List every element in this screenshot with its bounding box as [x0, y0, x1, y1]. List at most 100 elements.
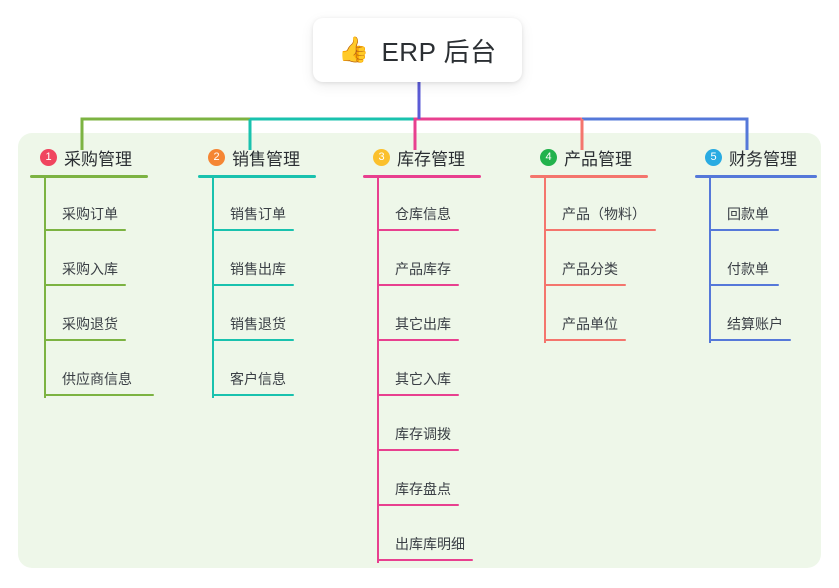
- branch-header-5[interactable]: 5 财务管理: [695, 145, 825, 169]
- branch-item-label: 采购入库: [62, 261, 118, 277]
- branch-column-4: 4 产品管理产品（物料） 产品分类产品单位: [530, 145, 680, 343]
- branch-underline-3: [363, 175, 481, 178]
- branch-title-3: 库存管理: [397, 149, 465, 169]
- branch-title-1: 采购管理: [64, 149, 132, 169]
- branch-item[interactable]: 其它出库: [363, 288, 513, 343]
- branch-badge-2: 2: [208, 148, 225, 166]
- branch-item-label: 产品（物料）: [562, 206, 646, 222]
- branch-item-label: 回款单: [727, 206, 769, 222]
- branch-column-3: 3 库存管理仓库信息产品库存其它出库其它入库库存调拨库存盘点出库库明细: [363, 145, 513, 563]
- branch-item[interactable]: 产品（物料）: [530, 178, 680, 233]
- branch-item-underline: [544, 284, 626, 286]
- branch-item-label: 其它出库: [395, 316, 451, 332]
- branch-item-label: 结算账户: [727, 316, 783, 332]
- branch-item-label: 产品库存: [395, 261, 451, 277]
- branch-item[interactable]: 库存盘点: [363, 453, 513, 508]
- branch-spine-4: [544, 178, 546, 343]
- branch-item[interactable]: 库存调拨: [363, 398, 513, 453]
- branch-underline-2: [198, 175, 316, 178]
- branch-item[interactable]: 产品分类: [530, 233, 680, 288]
- branch-column-2: 2 销售管理销售订单销售出库销售退货客户信息: [198, 145, 348, 398]
- branch-item-underline: [377, 559, 473, 561]
- branch-underline-1: [30, 175, 148, 178]
- branch-item-label: 销售订单: [230, 206, 286, 222]
- branch-item[interactable]: 采购入库: [30, 233, 180, 288]
- root-title: ERP 后台: [381, 36, 497, 67]
- branch-item-underline: [44, 284, 126, 286]
- branch-header-4[interactable]: 4 产品管理: [530, 145, 680, 169]
- branch-item-underline: [709, 229, 779, 231]
- branch-items-4: 产品（物料） 产品分类产品单位: [530, 178, 680, 343]
- branch-item[interactable]: 采购退货: [30, 288, 180, 343]
- branch-item-label: 销售退货: [230, 316, 286, 332]
- branch-items-2: 销售订单销售出库销售退货客户信息: [198, 178, 348, 398]
- branch-underline-4: [530, 175, 648, 178]
- branch-items-1: 采购订单采购入库采购退货供应商信息: [30, 178, 180, 398]
- branch-badge-3: 3: [373, 148, 390, 166]
- branch-item[interactable]: 回款单: [695, 178, 825, 233]
- branch-item-underline: [544, 339, 626, 341]
- branch-item-label: 付款单: [727, 261, 769, 277]
- branch-column-5: 5 财务管理回款单付款单结算账户: [695, 145, 825, 343]
- branch-header-1[interactable]: 1 采购管理: [30, 145, 180, 169]
- branch-item-underline: [212, 229, 294, 231]
- branch-item-underline: [212, 339, 294, 341]
- branch-item[interactable]: 客户信息: [198, 343, 348, 398]
- diagram-panel: [18, 133, 821, 568]
- branch-item-underline: [377, 229, 459, 231]
- branch-item-label: 产品分类: [562, 261, 618, 277]
- branch-item-underline: [377, 339, 459, 341]
- branch-item-underline: [212, 394, 294, 396]
- branch-item-underline: [709, 339, 791, 341]
- branch-title-2: 销售管理: [232, 149, 300, 169]
- branch-item[interactable]: 其它入库: [363, 343, 513, 398]
- branch-item-label: 库存调拨: [395, 426, 451, 442]
- branch-item[interactable]: 供应商信息: [30, 343, 180, 398]
- branch-title-5: 财务管理: [729, 149, 797, 169]
- root-node-card[interactable]: 👍 ERP 后台: [313, 18, 522, 82]
- branch-item-label: 出库库明细: [395, 536, 465, 552]
- branch-item[interactable]: 产品单位: [530, 288, 680, 343]
- branch-item-underline: [709, 284, 779, 286]
- branch-item[interactable]: 销售订单: [198, 178, 348, 233]
- branch-item[interactable]: 仓库信息: [363, 178, 513, 233]
- branch-item[interactable]: 销售退货: [198, 288, 348, 343]
- branch-item-label: 其它入库: [395, 371, 451, 387]
- branch-item-label: 仓库信息: [395, 206, 451, 222]
- branch-item-label: 客户信息: [230, 371, 286, 387]
- branch-item-underline: [377, 394, 459, 396]
- branch-item-underline: [44, 394, 154, 396]
- branch-item[interactable]: 出库库明细: [363, 508, 513, 563]
- branch-badge-4: 4: [540, 148, 557, 166]
- branch-item[interactable]: 销售出库: [198, 233, 348, 288]
- branch-items-3: 仓库信息产品库存其它出库其它入库库存调拨库存盘点出库库明细: [363, 178, 513, 563]
- branch-title-4: 产品管理: [564, 149, 632, 169]
- branch-item[interactable]: 付款单: [695, 233, 825, 288]
- branch-item-underline: [377, 504, 459, 506]
- branch-spine-3: [377, 178, 379, 563]
- branch-badge-1: 1: [40, 148, 57, 166]
- branch-item[interactable]: 结算账户: [695, 288, 825, 343]
- branch-item-label: 销售出库: [230, 261, 286, 277]
- branch-item-label: 采购退货: [62, 316, 118, 332]
- branch-underline-5: [695, 175, 817, 178]
- branch-spine-5: [709, 178, 711, 343]
- branch-item-label: 产品单位: [562, 316, 618, 332]
- thumbs-up-icon: 👍: [338, 35, 370, 64]
- branch-badge-5: 5: [705, 148, 722, 166]
- branch-header-3[interactable]: 3 库存管理: [363, 145, 513, 169]
- branch-header-2[interactable]: 2 销售管理: [198, 145, 348, 169]
- branch-item-underline: [212, 284, 294, 286]
- branch-item-underline: [377, 284, 459, 286]
- branch-item-label: 供应商信息: [62, 371, 132, 387]
- branch-item-label: 库存盘点: [395, 481, 451, 497]
- branch-item-underline: [377, 449, 459, 451]
- branch-item-underline: [44, 229, 126, 231]
- branch-item[interactable]: 产品库存: [363, 233, 513, 288]
- branch-items-5: 回款单付款单结算账户: [695, 178, 825, 343]
- branch-item-underline: [44, 339, 126, 341]
- branch-item[interactable]: 采购订单: [30, 178, 180, 233]
- branch-spine-1: [44, 178, 46, 398]
- branch-item-label: 采购订单: [62, 206, 118, 222]
